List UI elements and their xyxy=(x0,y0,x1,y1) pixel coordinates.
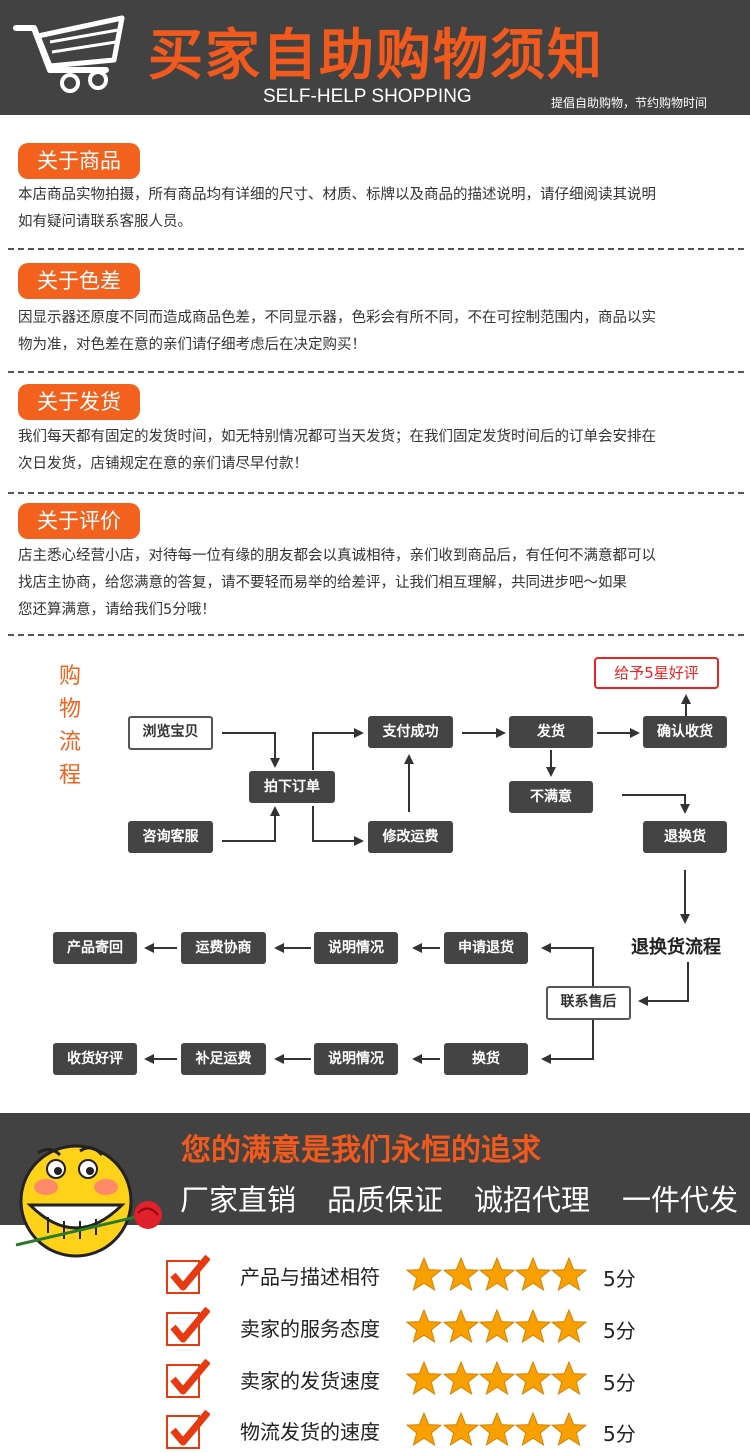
flow-step-return-exchange: 退换货 xyxy=(643,821,727,853)
section-line: 我们每天都有固定的发货时间，如无特别情况都可当天发货；在我们固定发货时间后的订单… xyxy=(18,429,656,445)
rating-score: 5分 xyxy=(603,1267,636,1291)
star-icon xyxy=(406,1257,442,1292)
flow-step-apply-return: 申请退货 xyxy=(444,932,528,964)
section-line: 次日发货，店铺规定在意的亲们请尽早付款！ xyxy=(18,456,308,472)
flow-step-explain-2: 说明情况 xyxy=(314,1043,398,1075)
rating-score: 5分 xyxy=(603,1319,636,1343)
rating-score: 5分 xyxy=(603,1371,636,1395)
header-banner: 买家自助购物须知 SELF-HELP SHOPPING 提倡自助购物，节约购物时… xyxy=(0,0,750,115)
star-icon xyxy=(479,1257,515,1292)
section-tag-product: 关于商品 xyxy=(18,143,140,179)
flow-step-browse: 浏览宝贝 xyxy=(128,716,213,750)
star-icon xyxy=(479,1309,515,1344)
return-flow-title: 退换货流程 xyxy=(631,937,721,958)
checkmark-icon xyxy=(166,1410,210,1449)
divider xyxy=(8,634,744,636)
flow-step-explain: 说明情况 xyxy=(314,932,398,964)
banner-item: 品质保证 xyxy=(327,1183,444,1217)
flow-step-confirm: 确认收货 xyxy=(643,716,727,748)
flow-title-char: 程 xyxy=(58,763,81,788)
flow-arrows xyxy=(144,694,691,1064)
star-icon xyxy=(515,1361,551,1396)
section-line: 因显示器还原度不同而造成商品色差，不同显示器，色彩会有所不同，不在可控制范围内，… xyxy=(18,310,656,326)
checkmark-icon xyxy=(166,1255,210,1294)
shopping-cart-icon xyxy=(13,15,125,93)
section-tag-shipping: 关于发货 xyxy=(18,384,140,420)
rating-label: 产品与描述相符 xyxy=(240,1265,380,1289)
flow-step-exchange: 换货 xyxy=(444,1043,528,1075)
star-icon xyxy=(515,1309,551,1344)
checkmark-icon xyxy=(166,1307,210,1346)
star-icon xyxy=(443,1309,479,1344)
flow-step-order: 拍下订单 xyxy=(249,771,335,803)
flow-step-send-back: 产品寄回 xyxy=(53,932,137,964)
star-icon xyxy=(479,1412,515,1447)
section-body-shipping: 我们每天都有固定的发货时间，如无特别情况都可当天发货；在我们固定发货时间后的订单… xyxy=(18,424,733,478)
flow-title-char: 购 xyxy=(58,664,81,689)
rating-label: 物流发货的速度 xyxy=(240,1420,380,1444)
flow-step-unsatisfied: 不满意 xyxy=(509,781,593,813)
flow-step-negotiate-fee: 运费协商 xyxy=(181,932,266,964)
star-icon xyxy=(551,1361,587,1396)
star-icon xyxy=(551,1309,587,1344)
flow-step-consult: 咨询客服 xyxy=(128,821,213,853)
checkmark-icon xyxy=(166,1359,210,1398)
good-review-box: 给予5星好评 xyxy=(594,657,719,689)
section-body-product: 本店商品实物拍摄，所有商品均有详细的尺寸、材质、标牌以及商品的描述说明，请仔细阅… xyxy=(18,182,733,236)
divider xyxy=(8,492,744,494)
flow-step-modify-fee: 修改运费 xyxy=(368,821,453,853)
smiley-rose-icon xyxy=(15,1144,162,1258)
header-slogan: 提倡自助购物，节约购物时间 xyxy=(551,96,708,110)
section-body-color: 因显示器还原度不同而造成商品色差，不同显示器，色彩会有所不同，不在可控制范围内，… xyxy=(18,305,733,359)
star-icon xyxy=(515,1412,551,1447)
section-line: 本店商品实物拍摄，所有商品均有详细的尺寸、材质、标牌以及商品的描述说明，请仔细阅… xyxy=(18,187,656,203)
flow-step-contact-service: 联系售后 xyxy=(546,986,631,1020)
section-line: 物为准，对色差在意的亲们请仔细考虑后在决定购买！ xyxy=(18,337,366,353)
section-tag-review: 关于评价 xyxy=(18,503,140,539)
banner-item: 厂家直销 xyxy=(180,1183,297,1217)
section-line: 找店主协商，给您满意的答复，请不要轻而易举的给差评，让我们相互理解，共同进步吧～… xyxy=(18,575,627,591)
section-line: 如有疑问请联系客服人员。 xyxy=(18,214,192,230)
rating-label: 卖家的服务态度 xyxy=(240,1317,380,1341)
section-line: 您还算满意，请给我们5分哦！ xyxy=(18,602,216,618)
page-subtitle: SELF-HELP SHOPPING xyxy=(263,86,472,107)
flow-title: 购物流程 xyxy=(55,660,85,792)
flow-step-supplement-fee: 补足运费 xyxy=(181,1043,266,1075)
flow-step-pay: 支付成功 xyxy=(368,716,453,748)
star-icon xyxy=(551,1257,587,1292)
star-icon xyxy=(443,1412,479,1447)
flow-title-char: 流 xyxy=(58,730,81,755)
star-icon xyxy=(406,1361,442,1396)
divider xyxy=(8,371,744,373)
star-icon xyxy=(443,1361,479,1396)
star-icon xyxy=(515,1257,551,1292)
banner-title: 您的满意是我们永恒的追求 xyxy=(181,1133,541,1168)
page-title: 买家自助购物须知 xyxy=(148,23,605,87)
flow-title-char: 物 xyxy=(58,697,81,722)
divider xyxy=(8,248,744,250)
star-icon xyxy=(479,1361,515,1396)
star-icon xyxy=(443,1257,479,1292)
flow-step-ship: 发货 xyxy=(509,716,593,748)
section-tag-color: 关于色差 xyxy=(18,263,140,299)
rating-score: 5分 xyxy=(603,1422,636,1446)
rating-label: 卖家的发货速度 xyxy=(240,1369,380,1393)
star-icon xyxy=(406,1412,442,1447)
section-line: 店主悉心经营小店，对待每一位有缘的朋友都会以真诚相待，亲们收到商品后，有任何不满… xyxy=(18,548,656,564)
star-icon xyxy=(406,1309,442,1344)
banner-item: 诚招代理 xyxy=(474,1183,591,1217)
section-body-review: 店主悉心经营小店，对待每一位有缘的朋友都会以真诚相待，亲们收到商品后，有任何不满… xyxy=(18,543,733,624)
banner-item: 一件代发 xyxy=(622,1183,739,1217)
flow-step-receive-review: 收货好评 xyxy=(53,1043,137,1075)
star-icon xyxy=(551,1412,587,1447)
